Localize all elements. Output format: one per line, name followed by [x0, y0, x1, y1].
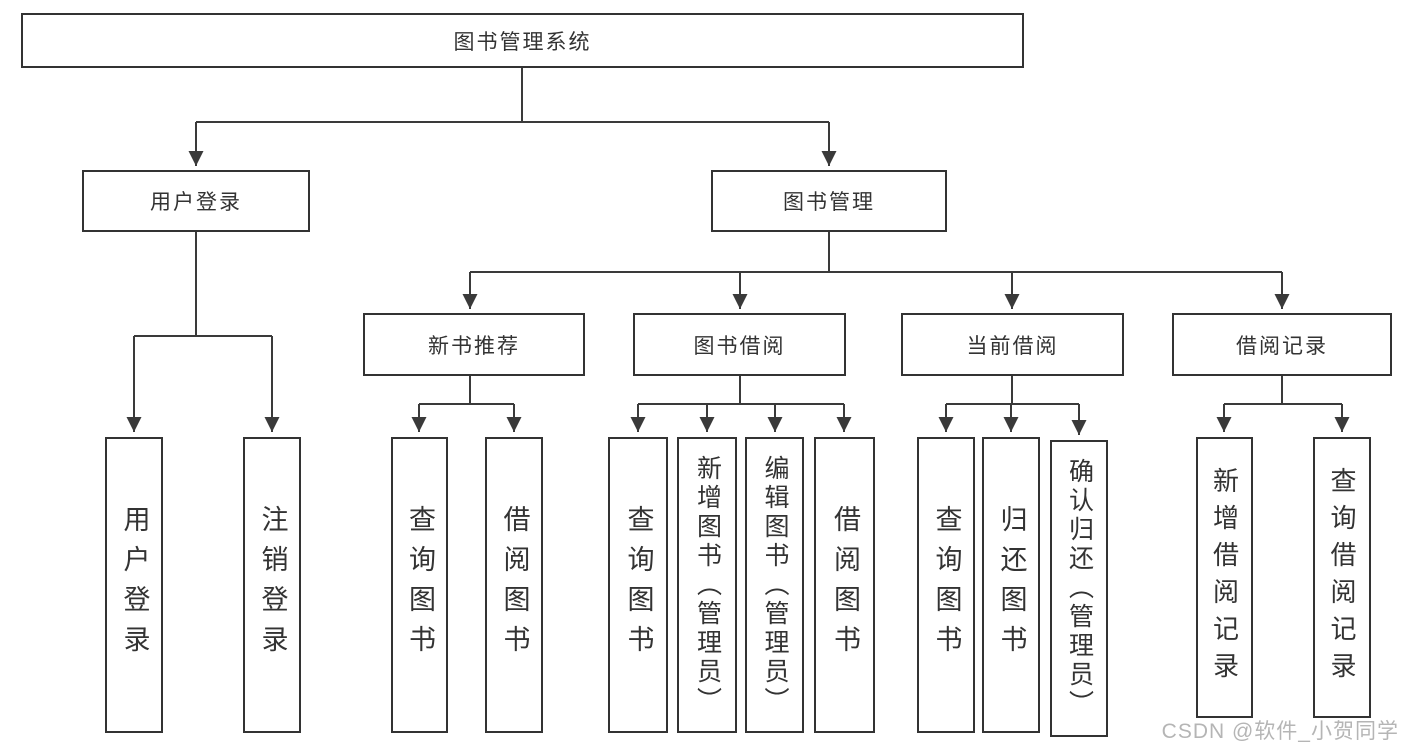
node-label: 借阅图书	[499, 505, 530, 665]
node-query-borrow-record: 查询借阅记录	[1313, 437, 1371, 718]
node-label: 确认归还（管理员）	[1065, 458, 1094, 719]
node-library-management-system: 图书管理系统	[21, 13, 1024, 68]
node-label: 编辑图书（管理员）	[761, 454, 789, 716]
node-label: 图书管理	[783, 191, 875, 214]
node-label: 新书推荐	[428, 334, 520, 358]
node-label: 新增借阅记录	[1209, 466, 1240, 689]
node-borrow-record: 借阅记录	[1172, 313, 1392, 376]
node-query-book-1: 查询图书	[391, 437, 448, 733]
node-label: 查询图书	[405, 505, 435, 665]
node-book-management: 图书管理	[711, 170, 947, 232]
csdn-watermark: CSDN @软件_小贺同学	[1161, 720, 1399, 743]
node-label: 查询借阅记录	[1327, 466, 1357, 689]
node-label: 归还图书	[996, 505, 1027, 665]
node-query-book-2: 查询图书	[608, 437, 668, 733]
node-label: 查询图书	[623, 505, 654, 665]
node-current-borrow: 当前借阅	[901, 313, 1124, 376]
node-label: 当前借阅	[966, 334, 1059, 358]
node-add-borrow-record: 新增借阅记录	[1196, 437, 1253, 718]
node-label: 用户登录	[150, 191, 242, 214]
node-label: 借阅图书	[830, 505, 860, 665]
node-add-book-admin: 新增图书（管理员）	[677, 437, 737, 733]
node-label: 图书借阅	[693, 334, 786, 358]
node-confirm-return-admin: 确认归还（管理员）	[1050, 440, 1108, 737]
node-edit-book-admin: 编辑图书（管理员）	[745, 437, 804, 733]
node-label: 用户登录	[119, 505, 150, 665]
node-user-login: 用户登录	[82, 170, 310, 232]
node-new-book-recommend: 新书推荐	[363, 313, 585, 376]
node-return-book: 归还图书	[982, 437, 1040, 733]
node-borrow-book-1: 借阅图书	[485, 437, 543, 733]
node-query-book-3: 查询图书	[917, 437, 975, 733]
node-label: 图书管理系统	[453, 30, 592, 54]
node-label: 借阅记录	[1236, 334, 1328, 358]
node-label: 查询图书	[931, 505, 962, 665]
node-label: 新增图书（管理员）	[693, 454, 722, 716]
node-book-borrow: 图书借阅	[633, 313, 846, 376]
node-borrow-book-2: 借阅图书	[814, 437, 875, 733]
node-logout: 注销登录	[243, 437, 301, 733]
node-user-login-leaf: 用户登录	[105, 437, 163, 733]
node-label: 注销登录	[257, 505, 288, 665]
